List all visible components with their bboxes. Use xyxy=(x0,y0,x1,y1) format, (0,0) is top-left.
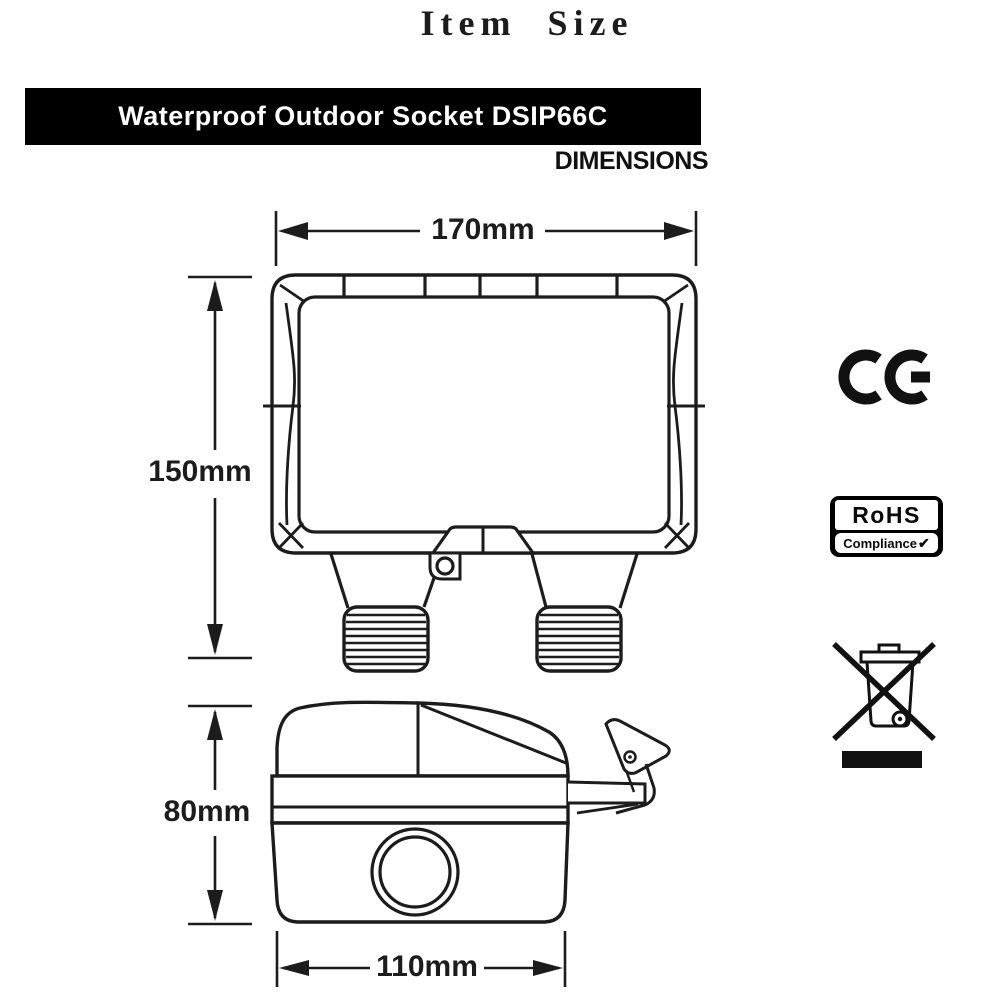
side-height-dimension-label: 80mm xyxy=(147,795,267,828)
weee-icon xyxy=(832,642,936,768)
side-view-drawing xyxy=(270,700,671,924)
lid-hinge-segments xyxy=(342,276,619,297)
corner-mitres xyxy=(277,283,691,549)
dimension-80mm xyxy=(188,704,252,926)
rohs-badge-title: RoHS xyxy=(835,500,938,530)
cable-knockout-inner xyxy=(378,835,452,909)
product-name-banner: Waterproof Outdoor Socket DSIP66C xyxy=(25,88,701,145)
front-width-dimension-label: 170mm xyxy=(423,213,543,246)
latch-clip xyxy=(604,718,671,815)
rohs-badge: RoHS Compliance✔ xyxy=(830,496,943,557)
dimension-170mm xyxy=(274,211,698,266)
rohs-badge-subtitle: Compliance✔ xyxy=(835,533,938,553)
weee-bar xyxy=(842,751,922,768)
page-title: Item Size xyxy=(420,3,634,43)
cable-knockout-outer xyxy=(370,827,460,917)
rohs-check-icon: ✔ xyxy=(917,535,930,551)
side-width-dimension-label: 110mm xyxy=(367,950,487,983)
dimension-110mm xyxy=(275,931,567,987)
ce-mark-icon xyxy=(838,349,930,405)
gland-necks xyxy=(329,553,639,609)
dimensions-heading: DIMENSIONS xyxy=(554,147,709,175)
cable-gland-right xyxy=(535,605,623,673)
screw-hole xyxy=(435,556,455,576)
cable-gland-left xyxy=(342,605,430,673)
rohs-compliance-text: Compliance xyxy=(843,535,917,551)
front-height-dimension-label: 150mm xyxy=(140,455,260,488)
dimension-150mm xyxy=(188,275,252,660)
front-view-drawing xyxy=(263,273,705,673)
product-name: Waterproof Outdoor Socket DSIP66C xyxy=(118,101,608,131)
